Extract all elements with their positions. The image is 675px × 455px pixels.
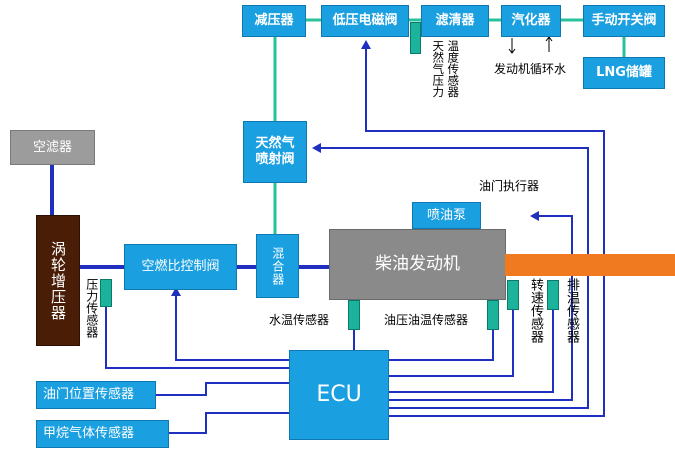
speed-sensor	[507, 280, 519, 310]
lng-tank-box: LNG储罐	[583, 57, 665, 89]
speed-sensor-label: 转速传感器	[527, 278, 543, 343]
throttle-position-sensor-box: 油门位置传感器	[36, 381, 156, 409]
air-filter-box: 空滤器	[10, 130, 95, 165]
throttle-actuator-label: 油门执行器	[479, 179, 540, 193]
injection-pump-box: 喷油泵	[412, 202, 481, 229]
gas-pressure-label: 天然气压力	[431, 40, 446, 98]
engine-coolant-label: 发动机循环水	[494, 62, 567, 76]
methane-sensor-box: 甲烷气体传感器	[36, 420, 169, 448]
signal-lines	[105, 44, 605, 434]
oil-pressure-temp-sensor-label: 油压油温传感器	[384, 313, 469, 327]
air-fuel-ratio-valve-box: 空燃比控制阀	[124, 244, 237, 290]
low-pressure-valve-box: 低压电磁阀	[321, 5, 409, 37]
reducer-box: 减压器	[242, 5, 306, 37]
vaporizer-box: 汽化器	[501, 5, 561, 37]
gas-temp-pressure-sensor	[410, 22, 421, 54]
gas-lines	[273, 18, 626, 234]
air-lines	[50, 165, 330, 269]
mixer-box: 混合器	[256, 234, 299, 298]
gas-temperature-label: 温度传感器	[446, 40, 461, 98]
gas-injector-box: 天然气 喷射阀	[243, 121, 307, 183]
water-temp-sensor-label: 水温传感器	[269, 313, 330, 327]
pressure-sensor	[100, 279, 112, 307]
water-temp-sensor	[348, 300, 360, 330]
exhaust-pipe	[505, 254, 675, 276]
exhaust-temp-sensor	[547, 280, 559, 310]
manual-valve-box: 手动开关阀	[583, 5, 665, 37]
ecu-box: ECU	[289, 350, 389, 440]
coolant-arrows	[508, 36, 553, 54]
filter-box: 滤清器	[421, 5, 489, 37]
oil-pressure-temp-sensor	[487, 300, 499, 330]
arrowheads	[171, 40, 539, 296]
turbocharger-box: 涡轮增压器	[36, 215, 80, 346]
exhaust-temp-sensor-label: 排温传感器	[563, 278, 579, 343]
pressure-sensor-label: 压力传感器	[84, 278, 99, 338]
diesel-engine-box: 柴油发动机	[329, 229, 506, 300]
